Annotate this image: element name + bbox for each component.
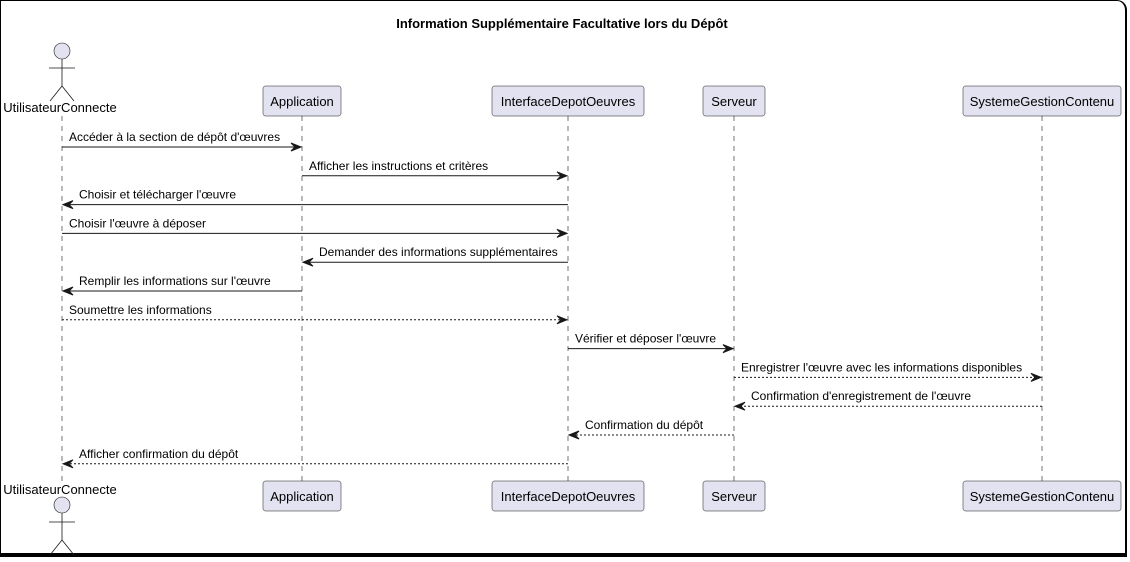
message-label: Afficher les instructions et critères: [309, 159, 488, 173]
message-label: Choisir et télécharger l'œuvre: [79, 188, 236, 202]
participant-label: SystemeGestionContenu: [970, 94, 1115, 109]
message-10: Confirmation d'enregistrement de l'œuvre: [733, 389, 1042, 411]
participant-bottom-iface: InterfaceDepotOeuvres: [491, 480, 645, 512]
message-label: Confirmation d'enregistrement de l'œuvre: [751, 389, 971, 403]
arrowhead: [290, 142, 303, 152]
participant-label: SystemeGestionContenu: [970, 489, 1115, 504]
participant-box: [962, 480, 1122, 512]
arrowhead: [301, 257, 314, 267]
participant-box: [262, 85, 342, 117]
arrowhead: [1030, 372, 1043, 382]
participant-box: [262, 480, 342, 512]
participants-bottom: UtilisateurConnecte Application InterfaceD…: [3, 480, 1122, 556]
participant-label: Application: [270, 489, 334, 504]
participant-label: InterfaceDepotOeuvres: [501, 94, 636, 109]
participant-top-app: Application: [262, 85, 342, 117]
message-6: Remplir les informations sur l'œuvre: [61, 274, 302, 296]
message-2: Afficher les instructions et critères: [302, 159, 569, 181]
message-7: Soumettre les informations: [62, 303, 569, 325]
arrowhead: [567, 430, 580, 440]
message-label: Choisir l'œuvre à déposer: [69, 216, 206, 230]
participant-top-cms: SystemeGestionContenu: [962, 85, 1122, 117]
message-label: Accéder à la section de dépôt d'œuvres: [69, 130, 280, 144]
message-9: Enregistrer l'œuvre avec les information…: [734, 360, 1043, 382]
message-label: Remplir les informations sur l'œuvre: [79, 274, 271, 288]
arrowhead: [556, 228, 569, 238]
message-label: Soumettre les informations: [69, 303, 212, 317]
message-4: Choisir l'œuvre à déposer: [62, 216, 569, 238]
participant-box: [962, 85, 1122, 117]
actor-right-leg: [61, 85, 75, 102]
participant-box: [491, 85, 645, 117]
arrowhead: [722, 344, 735, 354]
messages: Accéder à la section de dépôt d'œuvresAf…: [61, 130, 1043, 469]
arrowhead: [733, 401, 746, 411]
participant-top-server: Serveur: [702, 85, 766, 117]
message-label: Afficher confirmation du dépôt: [79, 447, 239, 461]
participant-box: [491, 480, 645, 512]
actor-right-leg: [61, 539, 75, 556]
actor-head: [53, 42, 71, 60]
message-label: Demander des informations supplémentaire…: [319, 245, 558, 259]
participant-label: Application: [270, 94, 334, 109]
lifelines: [61, 116, 1043, 481]
arrowhead: [61, 459, 74, 469]
participant-box: [702, 85, 766, 117]
participant-bottom-cms: SystemeGestionContenu: [962, 480, 1122, 512]
actor-bottom-user: UtilisateurConnecte: [3, 482, 117, 556]
actor-top-user: UtilisateurConnecte: [3, 42, 117, 115]
actor-head: [53, 496, 71, 514]
participant-top-iface: InterfaceDepotOeuvres: [491, 85, 645, 117]
message-3: Choisir et télécharger l'œuvre: [61, 188, 568, 210]
message-11: Confirmation du dépôt: [567, 418, 734, 440]
message-8: Vérifier et déposer l'œuvre: [568, 332, 735, 354]
actor-left-leg: [49, 85, 63, 102]
message-label: Enregistrer l'œuvre avec les information…: [741, 360, 1022, 374]
participant-box: [702, 480, 766, 512]
arrowhead: [556, 171, 569, 181]
message-1: Accéder à la section de dépôt d'œuvres: [62, 130, 303, 152]
participant-label: Serveur: [711, 489, 757, 504]
actor-left-leg: [49, 539, 63, 556]
message-12: Afficher confirmation du dépôt: [61, 447, 568, 469]
participant-label: Serveur: [711, 94, 757, 109]
diagram-title: Information Supplémentaire Facultative l…: [396, 16, 728, 31]
actor-label-bottom: UtilisateurConnecte: [3, 482, 116, 497]
message-label: Confirmation du dépôt: [585, 418, 704, 432]
arrowhead: [556, 315, 569, 325]
actor-label-top: UtilisateurConnecte: [3, 100, 116, 115]
arrowhead: [61, 286, 74, 296]
participant-bottom-app: Application: [262, 480, 342, 512]
arrowhead: [61, 200, 74, 210]
participant-bottom-server: Serveur: [702, 480, 766, 512]
message-label: Vérifier et déposer l'œuvre: [575, 332, 716, 346]
participant-label: InterfaceDepotOeuvres: [501, 489, 636, 504]
message-5: Demander des informations supplémentaire…: [301, 245, 568, 267]
participants-top: UtilisateurConnecte Application InterfaceD…: [3, 42, 1122, 117]
